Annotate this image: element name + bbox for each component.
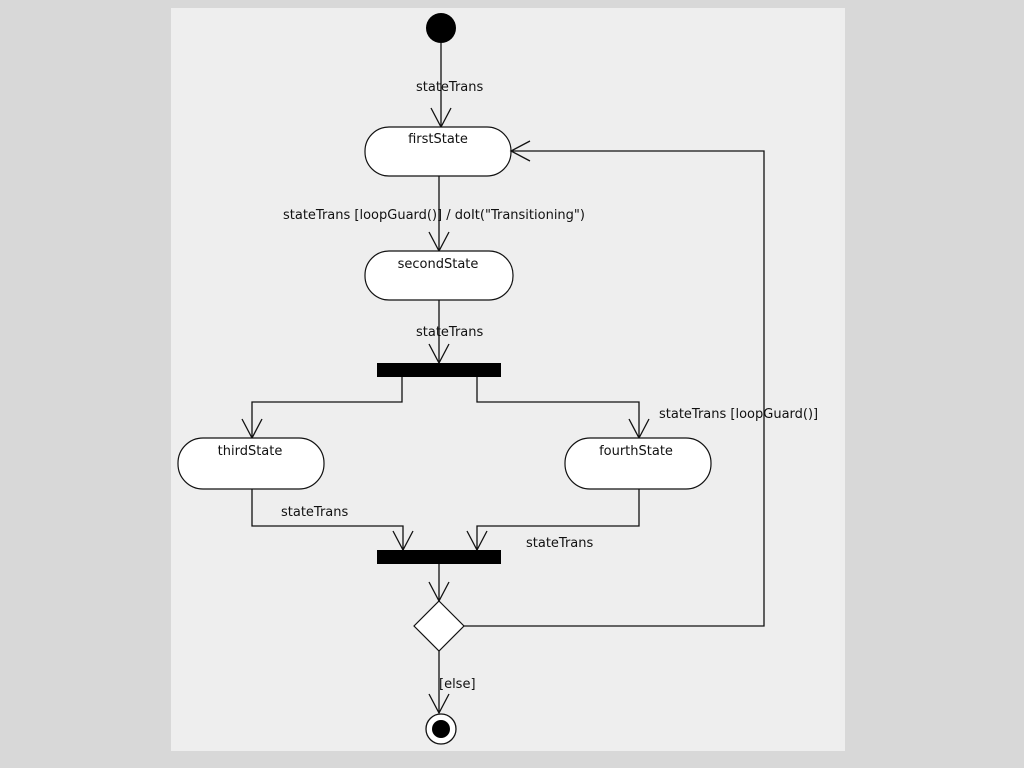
label-fork-to-fourth: stateTrans [loopGuard()]	[659, 407, 818, 422]
label-decision-to-final: [else]	[439, 677, 476, 692]
decision-node[interactable]	[413, 600, 465, 652]
state-first[interactable]: firstState	[364, 126, 512, 177]
label-first-to-second: stateTrans [loopGuard()] / doIt("Transit…	[283, 208, 585, 223]
initial-node[interactable]	[426, 13, 456, 43]
state-second[interactable]: secondState	[364, 250, 514, 301]
edge-join-to-decision[interactable]	[428, 564, 450, 603]
edge-fork-to-third[interactable]	[241, 377, 403, 440]
fork-bar[interactable]	[377, 363, 501, 377]
join-bar[interactable]	[377, 550, 501, 564]
state-second-label: secondState	[398, 257, 479, 272]
diagram-canvas	[171, 8, 845, 751]
state-third[interactable]: thirdState	[177, 437, 325, 490]
label-second-to-fork: stateTrans	[416, 325, 484, 340]
edge-decision-to-first[interactable]	[464, 140, 765, 627]
edge-decision-to-final[interactable]	[428, 651, 450, 715]
final-node[interactable]	[425, 713, 457, 745]
state-fourth-label: fourthState	[599, 444, 673, 459]
label-fourth-to-join: stateTrans	[526, 536, 594, 551]
edge-fork-to-fourth[interactable]	[476, 377, 650, 440]
label-third-to-join: stateTrans	[281, 505, 349, 520]
label-initial-to-first: stateTrans	[416, 80, 484, 95]
state-third-label: thirdState	[218, 444, 283, 459]
state-fourth[interactable]: fourthState	[564, 437, 712, 490]
state-first-label: firstState	[408, 132, 468, 147]
